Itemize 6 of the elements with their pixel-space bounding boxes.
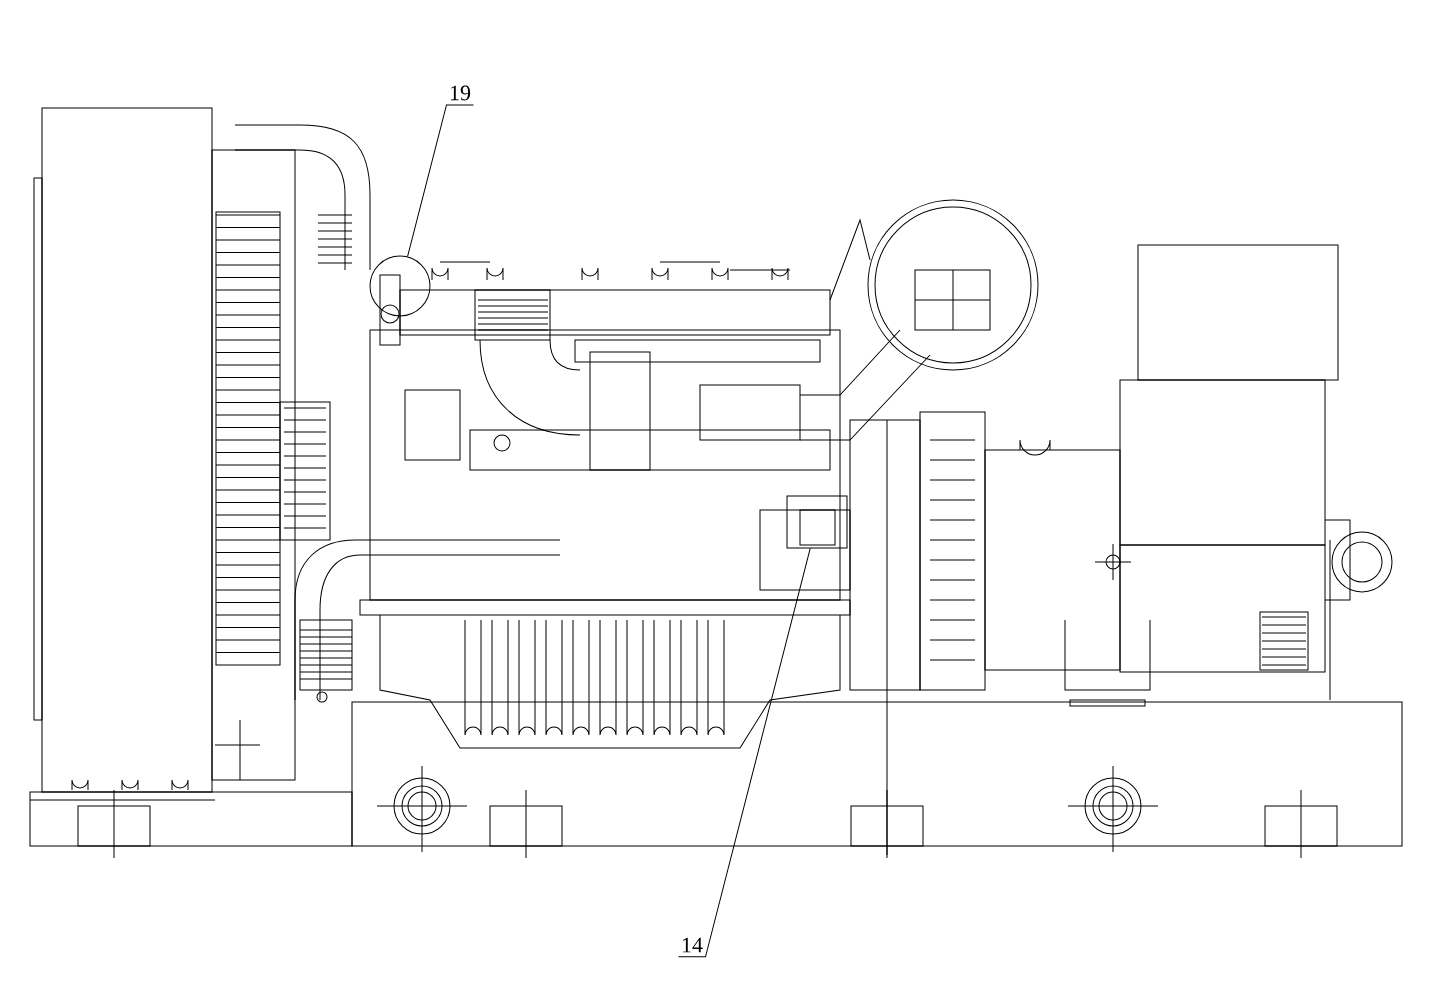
leader-line xyxy=(407,104,474,257)
part-outline xyxy=(786,495,848,549)
part-outline xyxy=(369,255,431,317)
callout-number: 14 xyxy=(682,937,703,953)
callout-number: 19 xyxy=(450,85,471,101)
leader-line xyxy=(678,548,811,958)
